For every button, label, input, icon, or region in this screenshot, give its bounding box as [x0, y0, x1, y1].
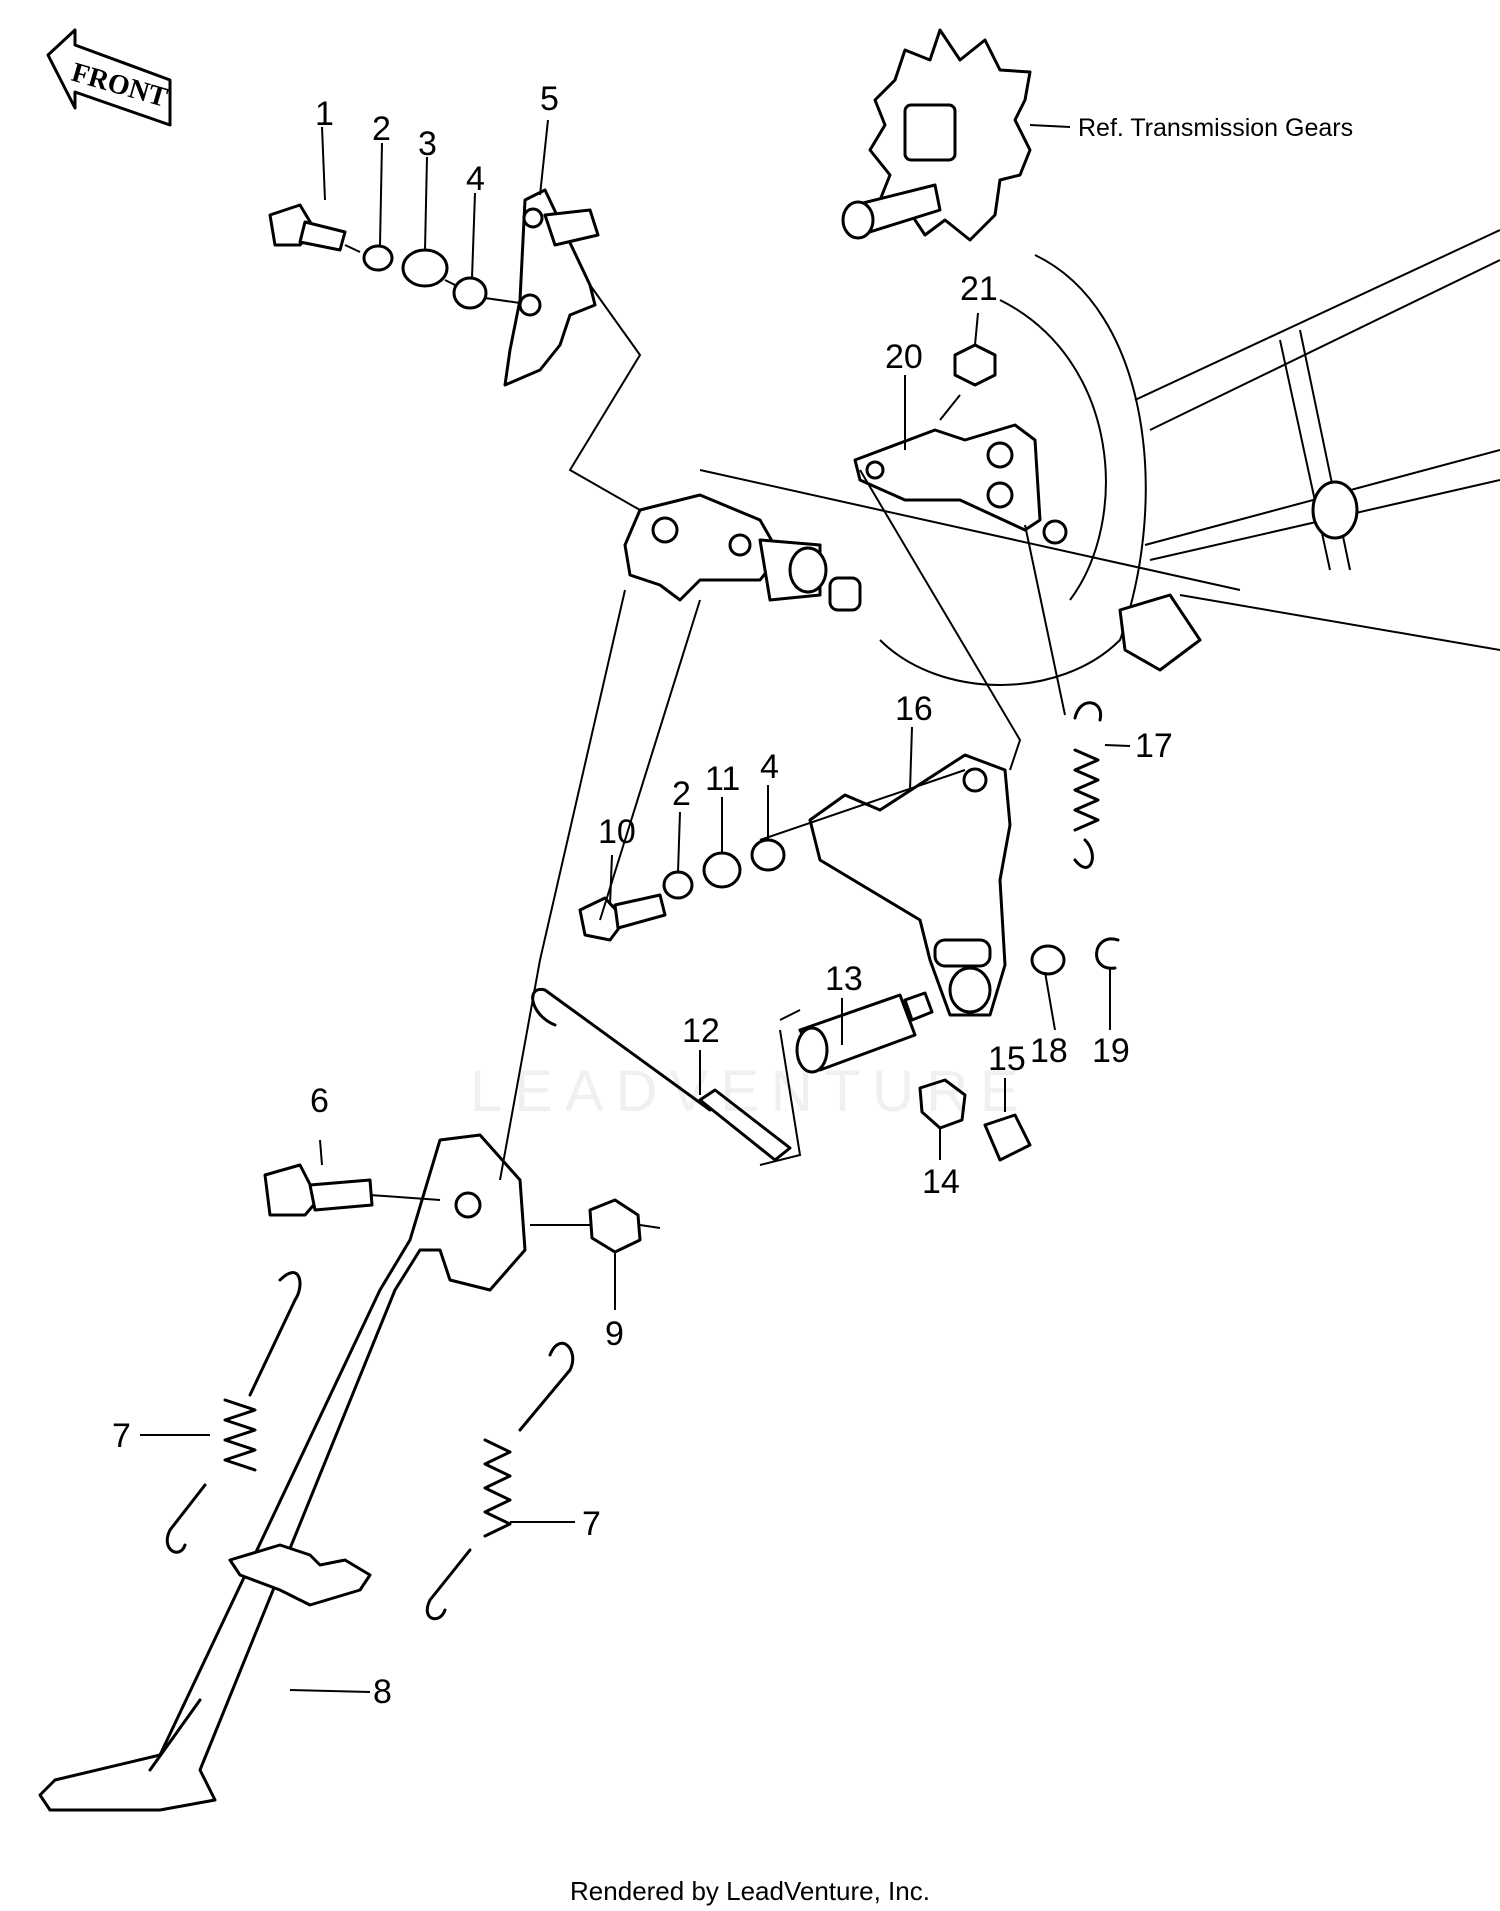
sprocket-icon: [841, 28, 1032, 242]
callout-5: 5: [540, 80, 559, 118]
leader-ref: [1029, 124, 1071, 128]
part-6-bolt: [263, 1163, 374, 1217]
callout-21: 21: [960, 270, 998, 308]
part-20-bracket: [853, 423, 1042, 532]
callout-8: 8: [373, 1673, 392, 1711]
pin: [1042, 519, 1068, 545]
part-4b-collar: [750, 838, 786, 872]
part-2b-washer: [662, 870, 694, 900]
mount-bracket: [623, 493, 862, 612]
callout-18: 18: [1030, 1032, 1068, 1070]
part-5-plate: [503, 188, 600, 387]
callout-14: 14: [922, 1163, 960, 1201]
footer-credit: Rendered by LeadVenture, Inc.: [570, 1876, 930, 1906]
callout-3: 3: [418, 125, 437, 163]
part-15-collar: [983, 1113, 1032, 1162]
part-8-sidestand: [38, 1133, 527, 1812]
part-11-washer: [702, 851, 742, 889]
part-7-spring-left: [165, 1271, 302, 1554]
part-2-washer: [362, 244, 394, 272]
callout-12: 12: [682, 1012, 720, 1050]
callout-20: 20: [885, 338, 923, 376]
callout-2b: 2: [672, 775, 691, 813]
callout-2: 2: [372, 110, 391, 148]
part-1-bolt: [268, 203, 347, 252]
guide-lines: [344, 244, 1066, 1229]
part-17-spring: [1073, 701, 1103, 869]
reference-label: Ref. Transmission Gears: [1078, 114, 1353, 142]
frame-outline: [699, 229, 1500, 686]
watermark: LEADVENTURE: [470, 1059, 1031, 1124]
part-10-bolt: [578, 893, 667, 942]
part-13-pin: [795, 991, 934, 1074]
front-arrow-icon: FRONT: [46, 28, 172, 127]
callout-6: 6: [310, 1082, 329, 1120]
callout-9: 9: [605, 1315, 624, 1353]
leader-lines: [140, 119, 1131, 1693]
part-18-washer: [1030, 944, 1066, 976]
part-7-spring-right: [425, 1341, 575, 1621]
callout-15: 15: [988, 1040, 1026, 1078]
callout-17: 17: [1135, 727, 1173, 765]
callout-10: 10: [598, 813, 636, 851]
part-21-nut: [953, 343, 997, 387]
callout-19: 19: [1092, 1032, 1130, 1070]
callout-16: 16: [895, 690, 933, 728]
part-19-circlip: [1095, 937, 1120, 970]
part-4-collar: [452, 276, 488, 310]
callout-7-left: 7: [112, 1417, 131, 1455]
callout-4b: 4: [760, 748, 779, 786]
part-3-washer: [401, 248, 449, 288]
part-14-nut: [918, 1078, 967, 1130]
callout-7-right: 7: [582, 1505, 601, 1543]
part-16-plate: [808, 753, 1012, 1017]
callout-11: 11: [705, 760, 740, 798]
callout-1: 1: [315, 95, 334, 133]
callout-13: 13: [825, 960, 863, 998]
part-9-nut: [588, 1198, 642, 1254]
callout-4: 4: [466, 160, 485, 198]
